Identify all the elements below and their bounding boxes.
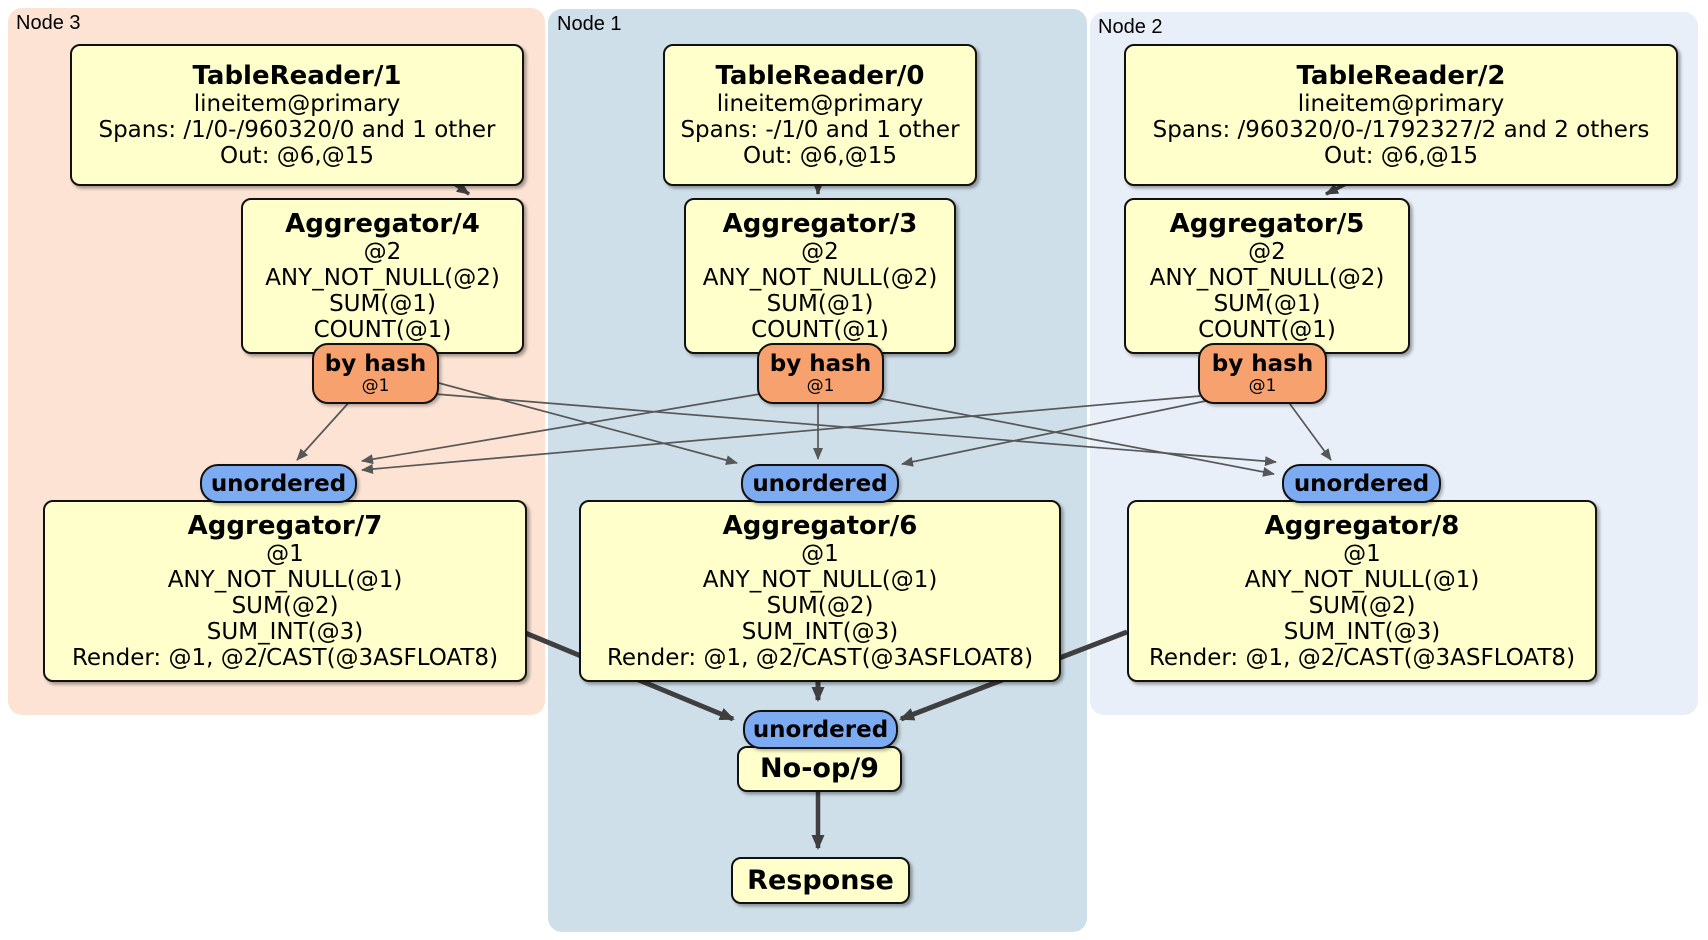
node3-region-label: Node 3: [16, 12, 81, 34]
table-reader-0-box: TableReader/0 lineitem@primary Spans: -/…: [663, 44, 977, 186]
processor-title: TableReader/2: [1296, 61, 1506, 91]
router-sublabel: @1: [806, 375, 835, 396]
hash-router-agg4: by hash @1: [312, 343, 439, 404]
processor-title: No-op/9: [760, 753, 879, 784]
router-label: by hash: [769, 350, 872, 377]
aggregator-7-box: Aggregator/7 @1 ANY_NOT_NULL(@1) SUM(@2)…: [43, 500, 527, 682]
processor-title: Response: [747, 864, 894, 896]
router-label: by hash: [324, 350, 427, 377]
edge-r5-u8: [1286, 399, 1332, 461]
sync-unordered-agg6: unordered: [741, 464, 899, 503]
node1-region-label: Node 1: [557, 13, 622, 35]
aggregator-5-box: Aggregator/5 @2 ANY_NOT_NULL(@2) SUM(@1)…: [1124, 198, 1410, 354]
table-reader-2-box: TableReader/2 lineitem@primary Spans: /9…: [1124, 44, 1678, 186]
processor-title: Aggregator/8: [1264, 511, 1460, 541]
processor-title: Aggregator/3: [722, 209, 918, 239]
response-box: Response: [731, 857, 910, 904]
aggregator-3-box: Aggregator/3 @2 ANY_NOT_NULL(@2) SUM(@1)…: [684, 198, 956, 354]
router-sublabel: @1: [361, 375, 390, 396]
edge-r3-u7: [361, 393, 761, 465]
router-sublabel: @1: [1248, 375, 1277, 396]
hash-router-agg5: by hash @1: [1198, 343, 1327, 404]
processor-title: Aggregator/6: [722, 511, 918, 541]
processor-title: Aggregator/5: [1169, 209, 1365, 239]
edge-r4-u7: [296, 398, 353, 461]
aggregator-6-box: Aggregator/6 @1 ANY_NOT_NULL(@1) SUM(@2)…: [579, 500, 1061, 682]
sync-unordered-noop: unordered: [743, 710, 898, 749]
edge-r4-u8: [434, 393, 1277, 467]
edge-r5-u7: [361, 395, 1201, 475]
node2-region-label: Node 2: [1098, 16, 1163, 38]
processor-title: TableReader/0: [715, 61, 925, 91]
sync-unordered-agg7: unordered: [200, 464, 357, 503]
processor-title: Aggregator/4: [285, 209, 480, 239]
processor-title: Aggregator/7: [187, 511, 383, 541]
edge-r5-u6: [901, 397, 1221, 467]
table-reader-1-box: TableReader/1 lineitem@primary Spans: /1…: [70, 44, 524, 186]
router-label: by hash: [1211, 350, 1314, 377]
aggregator-8-box: Aggregator/8 @1 ANY_NOT_NULL(@1) SUM(@2)…: [1127, 500, 1597, 682]
edge-r3-u8: [871, 396, 1275, 477]
processor-title: TableReader/1: [192, 61, 402, 91]
hash-router-agg3: by hash @1: [757, 343, 884, 404]
noop-9-box: No-op/9: [737, 746, 902, 792]
sync-unordered-agg8: unordered: [1282, 464, 1441, 503]
aggregator-4-box: Aggregator/4 @2 ANY_NOT_NULL(@2) SUM(@1)…: [241, 198, 524, 354]
